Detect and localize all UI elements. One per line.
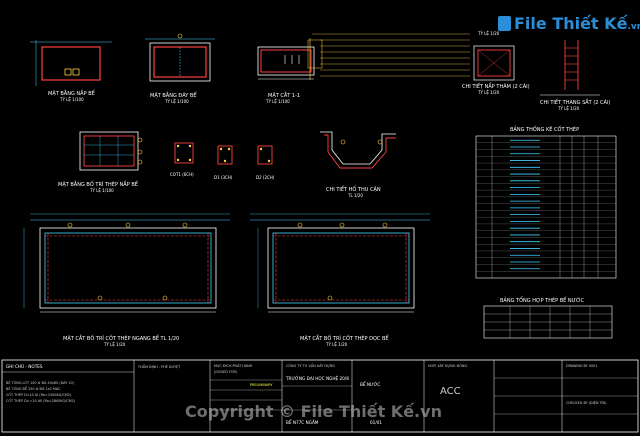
- mat-cat-annotations: [312, 33, 470, 77]
- mc-doc-title: MẶT CẮT BỐ TRÍ CỐT THÉP DỌC BỂ: [300, 334, 389, 342]
- d2-label: D2 (2CH): [256, 175, 275, 180]
- mat-bang-day-view: MẶT BẰNG ĐÁY BỂ TỶ LỆ 1/100: [145, 33, 215, 104]
- chi-tiet-nap-scale: TỶ LỆ 1/20: [477, 90, 500, 95]
- mat-bang-nap-title: MẶT BẰNG NẮP BỂ: [48, 89, 96, 97]
- mb-bo-tri-thep-nap: MẶT BẰNG BỐ TRÍ THÉP NẮP BỂ TỶ LỆ 1/100: [58, 131, 143, 193]
- mat-bang-nap-view: MẶT BẰNG NẮP BỂ TỶ LỆ 1/100: [30, 40, 112, 102]
- checked-by: CHECKED BY (ĐIỆN TÍN): [566, 400, 607, 405]
- drawing-no: DRAWING BY 0001: [566, 364, 597, 368]
- mat-cat-1-title: MẶT CẮT 1-1: [268, 91, 300, 99]
- d1-label: D1 (3CH): [214, 175, 233, 180]
- mat-cat-doc-view: MẶT CẮT BỐ TRÍ CỐT THÉP DỌC BỂ TỶ LỆ 1/2…: [250, 213, 430, 347]
- copyright-watermark: Copyright © File Thiết Kế.vn: [185, 402, 442, 421]
- notes-title: GHI CHÚ - NOTES: [6, 364, 43, 369]
- mc-ngang-title: MẶT CẮT BỐ TRÍ CỐT THÉP NGANG BỂ TL 1/20: [63, 334, 179, 342]
- logo-text: File Thiết Kế: [514, 14, 628, 33]
- ho-thu-scale: TL 1/20: [347, 193, 363, 198]
- drawing-name: BỂ NƯỚC: [360, 382, 380, 387]
- approval-label: THẨM ĐỊNH - PHÊ DUYỆT: [137, 364, 181, 369]
- note-line-1: BÊ TÔNG LÓT 100 # ĐÁ 40x80 (DÀY 10): [6, 380, 75, 385]
- mc-ngang-scale: TỶ LỆ 1/20: [103, 342, 126, 347]
- chi-tiet-thang-scale: TỶ LỆ 1/20: [557, 106, 580, 111]
- note-line-3: CỐT THÉP D<10 AI (Ra=2300KG/CM2): [6, 392, 72, 397]
- note-line-2: BÊ TÔNG BỂ 250 # ĐÁ 1x2 MÁC: [6, 386, 61, 391]
- mat-cat-1-view: MẶT CẮT 1-1 TỶ LỆ 1/100: [257, 38, 323, 104]
- stage-label: PRELIMINARY: [250, 383, 273, 387]
- title-block: GHI CHÚ - NOTES BÊ TÔNG LÓT 100 # ĐÁ 40x…: [1, 359, 639, 433]
- mc-doc-scale: TỶ LỆ 1/20: [325, 342, 348, 347]
- issued-for-label: MỤC ĐÍCH PHÁT HÀNH: [214, 363, 253, 368]
- file-icon: [498, 16, 511, 31]
- cot-dam-sections: COT1 (6CH) D1 (3CH) D2 (2CH): [170, 142, 275, 180]
- ho-thu-can-detail: CHI TIẾT HỐ THU CẶN TL 1/20: [320, 131, 396, 198]
- mb-thep-nap-scale: TỶ LỆ 1/100: [89, 188, 114, 193]
- company-acc: ACC: [440, 386, 461, 397]
- chi-tiet-nap-tham: TỶ LỆ 1/20 CHI TIẾT NẮP THĂM (2 CÁI) TỶ …: [462, 31, 530, 95]
- drawing-code: BỂ N77C NGẦM: [286, 420, 319, 425]
- bang-tong-hop: BẢNG TỔNG HỢP THÉP BỂ NƯỚC: [483, 296, 613, 339]
- mat-cat-1-scale: TỶ LỆ 1/100: [265, 99, 290, 104]
- mat-bang-day-title: MẶT BẰNG ĐÁY BỂ: [150, 91, 197, 99]
- logo-suffix: .vn: [627, 22, 640, 32]
- chi-tiet-thang-sat: CHI TIẾT THANG SẮT (2 CÁI) TỶ LỆ 1/20: [540, 40, 610, 111]
- company-name: HOPI XÂY DỰNG ĐÔNG: [428, 363, 467, 368]
- project-name: TRƯỜNG ĐẠI HỌC NGHỆ 20/8: [285, 376, 349, 381]
- bang-tong-hop-title: BẢNG TỔNG HỢP THÉP BỂ NƯỚC: [500, 296, 585, 304]
- nap-tham-dim: TỶ LỆ 1/20: [477, 31, 500, 36]
- site-logo: File Thiết Kế.vn: [498, 14, 640, 33]
- bang-thong-ke-title: BẢNG THỐNG KÊ CỐT THÉP: [510, 125, 579, 133]
- bang-thong-ke-thep: BẢNG THỐNG KÊ CỐT THÉP: [475, 125, 617, 279]
- sheet-number: 01/01: [370, 420, 382, 425]
- mat-bang-nap-scale: TỶ LỆ 1/100: [59, 97, 84, 102]
- issued-for-en: (ISSUED FOR): [214, 370, 238, 374]
- mb-thep-nap-title: MẶT BẰNG BỐ TRÍ THÉP NẮP BỂ: [58, 180, 139, 188]
- thong-ke-rows: [476, 139, 616, 272]
- cot1-label: COT1 (6CH): [170, 172, 194, 177]
- chi-tiet-thang-title: CHI TIẾT THANG SẮT (2 CÁI): [540, 98, 610, 106]
- company-main: CÔNG TY TƯ VẤN XÂY DỰNG: [286, 363, 335, 368]
- chi-tiet-nap-title: CHI TIẾT NẮP THĂM (2 CÁI): [462, 82, 530, 90]
- mat-bang-day-scale: TỶ LỆ 1/100: [164, 99, 189, 104]
- mat-cat-ngang-view: MẶT CẮT BỐ TRÍ CỐT THÉP NGANG BỂ TL 1/20…: [23, 213, 230, 347]
- ho-thu-title: CHI TIẾT HỐ THU CẶN: [326, 185, 381, 193]
- note-line-4: CỐT THÉP D>=10 AII (Ra=2800KG/CM2): [6, 398, 76, 403]
